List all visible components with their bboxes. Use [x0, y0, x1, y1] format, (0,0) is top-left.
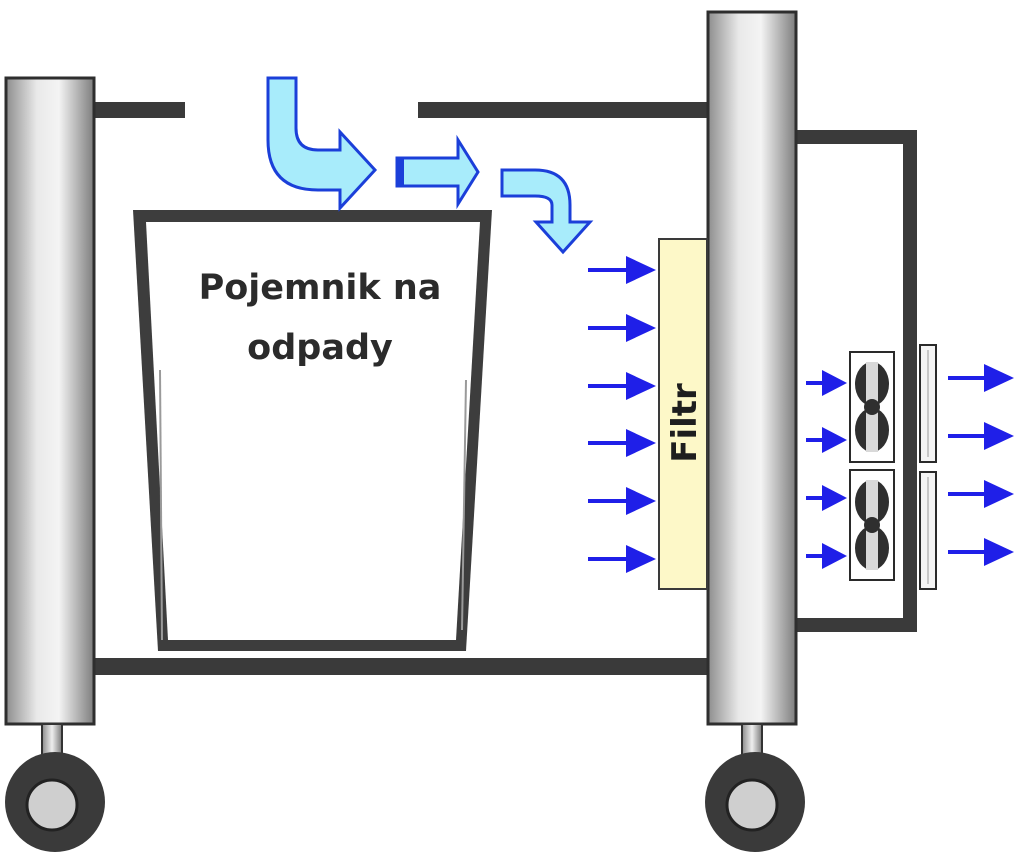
flow-arrow-icon — [588, 314, 656, 342]
flow-arrow-icon — [588, 256, 656, 284]
filter-inflow-arrows — [588, 256, 656, 573]
intake-arrow-icon — [395, 134, 480, 210]
flow-arrow-icon — [948, 480, 1014, 508]
flow-arrow-icon — [588, 487, 656, 515]
intake-arrow-icon — [266, 76, 378, 212]
flow-arrow-icon — [948, 538, 1014, 566]
flow-arrow-icon — [806, 485, 847, 511]
waste-bin — [133, 210, 492, 651]
fan-inflow-arrows — [806, 370, 847, 569]
filter — [658, 238, 708, 590]
right-pillar — [706, 10, 798, 759]
left-pillar — [4, 76, 96, 759]
intake-arrow-icon — [500, 168, 594, 255]
flow-arrow-icon — [806, 427, 847, 453]
wheel-icon — [705, 752, 805, 852]
bin-label: Pojemnik na odpady — [198, 268, 442, 368]
flow-arrow-icon — [588, 545, 656, 573]
exhaust-outflow-arrows — [948, 364, 1014, 566]
flow-arrow-icon — [806, 370, 847, 396]
fan-icon — [849, 469, 895, 581]
cart-frame — [95, 102, 917, 675]
flow-arrow-icon — [948, 364, 1014, 392]
flow-arrow-icon — [806, 543, 847, 569]
filter-label: Filtr — [665, 383, 705, 463]
flow-arrow-icon — [948, 422, 1014, 450]
flow-arrow-icon — [588, 372, 656, 400]
fan-icon — [849, 351, 895, 463]
flow-arrow-icon — [588, 429, 656, 457]
exhaust-grille — [919, 344, 937, 590]
wheel-icon — [5, 752, 105, 852]
